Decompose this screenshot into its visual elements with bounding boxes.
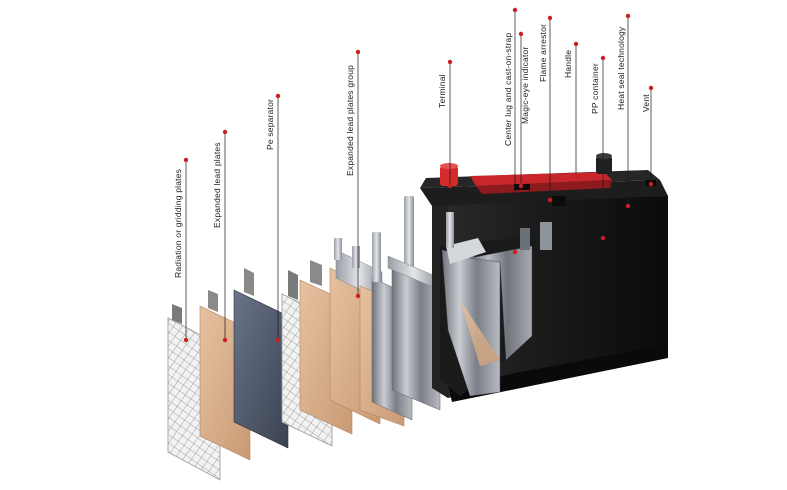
battery-container	[420, 153, 668, 402]
pe-separator	[233, 268, 289, 449]
leader-lines	[183, 7, 654, 343]
plate-group-back	[387, 196, 441, 411]
